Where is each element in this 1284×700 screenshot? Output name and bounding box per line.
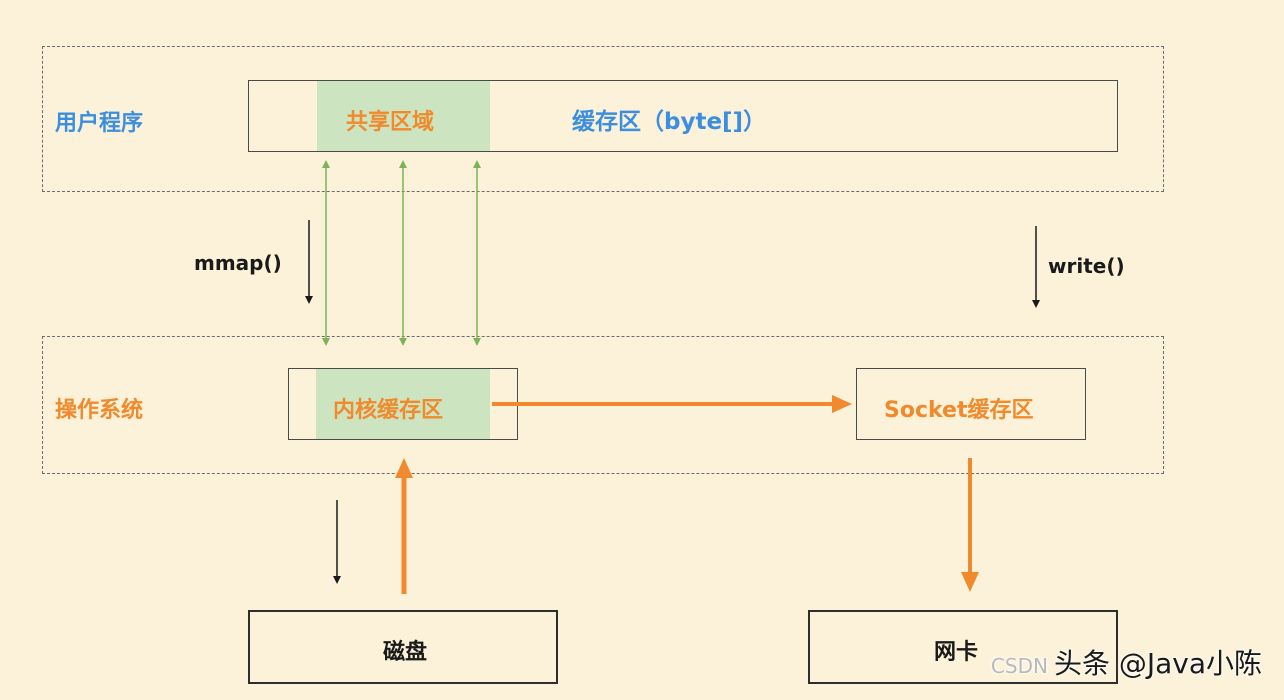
user-program-label: 用户程序 [55,111,144,136]
disk-label: 磁盘 [383,640,428,665]
user-buffer-label: 缓存区（byte[]） [572,109,767,135]
kernel-to-disk-arrow [333,500,341,584]
kernel-buffer-label: 内核缓存区 [333,398,444,423]
operating-system-region [42,336,1164,474]
disk-box [248,610,558,684]
shared-region-fill [317,81,490,151]
mapping-arrow-2 [399,160,407,346]
socket-to-nic-arrow [961,458,979,592]
mmap-arrow [305,220,313,304]
user-program-region [42,46,1164,192]
disk-to-kernel-arrow [395,458,413,594]
operating-system-label: 操作系统 [55,398,144,423]
write-label: write() [1048,254,1125,278]
nic-label: 网卡 [934,640,979,665]
mapping-arrow-3 [473,160,481,346]
watermark-csdn: CSDN [990,654,1048,678]
watermark-text: 头条 @Java小陈 [1053,647,1262,680]
mapping-arrow-1 [322,160,330,346]
socket-buffer-label: Socket缓存区 [884,398,1034,423]
socket-buffer-box [856,368,1086,440]
write-arrow [1032,226,1040,308]
kernel-buffer-fill [316,369,490,439]
shared-region-label: 共享区域 [346,110,435,135]
mmap-label: mmap() [194,251,282,275]
kernel-to-socket-arrow [492,395,852,413]
nic-box [808,610,1118,684]
